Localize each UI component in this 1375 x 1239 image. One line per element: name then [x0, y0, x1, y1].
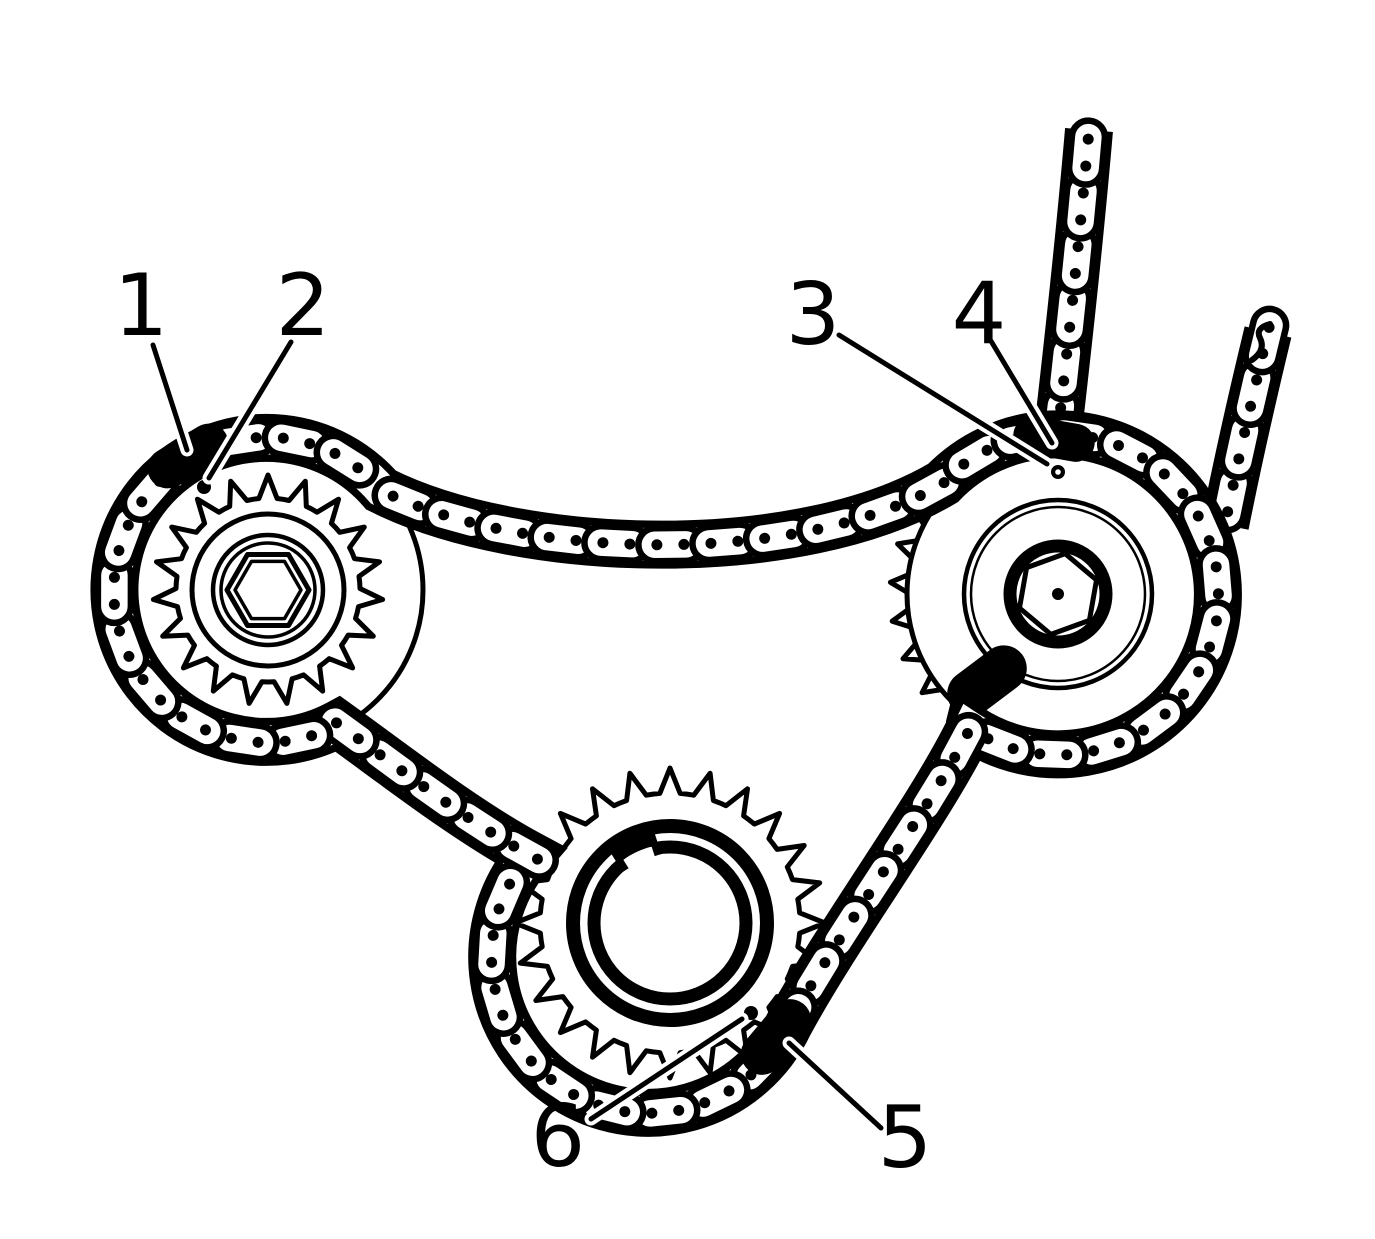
timing-dot-3	[1051, 465, 1065, 479]
chain-link	[474, 967, 524, 1037]
chain-link	[422, 494, 492, 543]
chain-upper-strand	[1032, 117, 1113, 457]
callout-1-label: 1	[114, 256, 169, 356]
chain-link	[635, 524, 706, 565]
callout-3-label: 3	[786, 265, 841, 365]
chain-link	[471, 913, 514, 985]
chain-link	[478, 862, 531, 931]
callout-4-label: 4	[952, 264, 1007, 364]
callout-2-leader	[202, 335, 298, 485]
crankshaft-sprocket	[512, 765, 828, 1081]
callout-6-leader	[584, 1012, 749, 1126]
left-sprocket-bolt-hex-icon	[224, 552, 312, 628]
right-sprocket-bolt-hex-icon	[1017, 551, 1099, 637]
callout-leaders	[146, 328, 1059, 1135]
chain-link	[99, 609, 150, 678]
chain-link	[371, 475, 440, 527]
callout-4-leader	[984, 334, 1059, 450]
chain-link	[1065, 117, 1109, 188]
callout-3-leader	[832, 328, 1054, 471]
chain-link	[1196, 545, 1239, 616]
chain-link	[527, 517, 598, 561]
dark-link-5	[740, 999, 812, 1075]
callout-5-label: 5	[878, 1088, 933, 1188]
callout-5-leader	[782, 1036, 888, 1135]
callout-6-label: 6	[531, 1087, 586, 1187]
left-camshaft-sprocket	[110, 432, 426, 748]
chain-link	[315, 701, 380, 760]
callout-2-label: 2	[276, 256, 331, 356]
chain-link	[313, 432, 380, 489]
callout-1-leader	[146, 338, 194, 457]
chain-upper-right-strand	[1201, 305, 1292, 534]
